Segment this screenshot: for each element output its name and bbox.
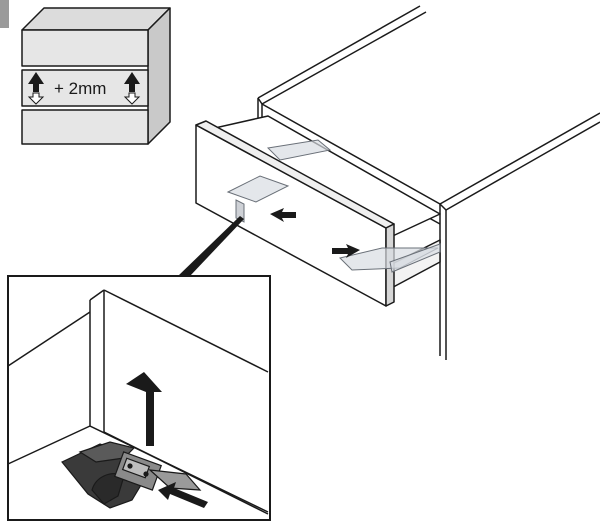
callout-leader bbox=[178, 216, 244, 276]
arrow-lift-icon bbox=[126, 372, 162, 446]
arrow-press-right-icon bbox=[332, 244, 360, 258]
adjustment-label: + 2mm bbox=[54, 79, 106, 98]
stack-drawer-top bbox=[21, 29, 149, 67]
stack-side-face bbox=[147, 7, 171, 145]
locking-device bbox=[61, 441, 202, 509]
corner-tab bbox=[0, 0, 9, 28]
stack-drawer-bottom bbox=[21, 109, 149, 145]
cabinet bbox=[257, 5, 600, 360]
drawer-stack-icon bbox=[21, 7, 171, 145]
arrow-press-inset-icon bbox=[158, 482, 208, 508]
drawer-runner-left bbox=[226, 139, 332, 223]
detail-inset bbox=[7, 275, 271, 521]
stack-drawer-middle bbox=[21, 69, 149, 107]
arrow-up-right-icon bbox=[123, 72, 141, 105]
arrow-press-left-icon bbox=[270, 208, 296, 222]
arrow-up-left-icon bbox=[27, 72, 45, 105]
stack-top-face bbox=[21, 7, 171, 31]
drawer-runner-right bbox=[339, 243, 441, 273]
